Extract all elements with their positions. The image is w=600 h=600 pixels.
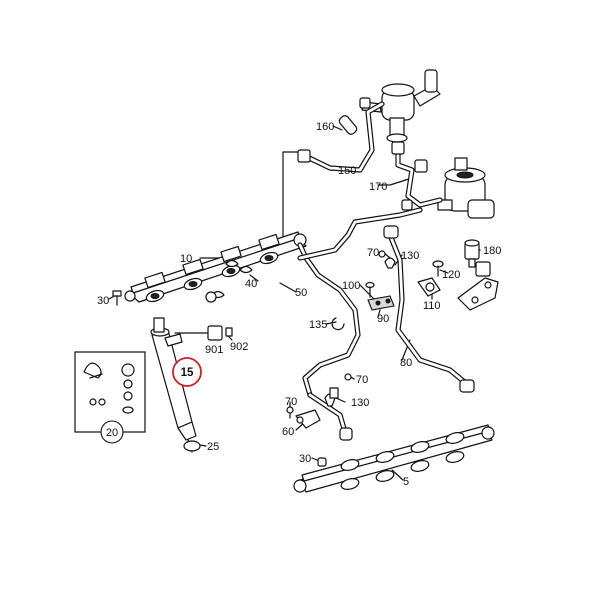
leader-50 — [279, 282, 297, 293]
callout-30-lower: 30 — [299, 453, 311, 465]
callout-20-circle — [100, 420, 124, 444]
callout-70-mid: 70 — [356, 374, 368, 386]
leader-130b — [335, 397, 346, 403]
fuel-rail-5 — [293, 424, 495, 493]
callout-60: 60 — [282, 426, 294, 438]
clip-130-lower — [324, 387, 339, 407]
hp-line-80 — [383, 225, 475, 393]
hp-line-upper — [297, 207, 423, 261]
injector-15 — [150, 317, 197, 453]
kit-box-20 — [74, 351, 146, 433]
callout-50: 50 — [295, 287, 307, 299]
callout-180: 180 — [483, 245, 501, 257]
callout-100: 100 — [342, 280, 360, 292]
clip-135 — [331, 317, 345, 331]
callout-25: 25 — [207, 441, 219, 453]
leader-160 — [332, 125, 343, 131]
callout-15-group[interactable]: 15 — [172, 357, 202, 387]
leader-5 — [391, 469, 404, 481]
bracket-120 — [457, 261, 499, 311]
callout-120: 120 — [442, 269, 460, 281]
callout-20-group: 20 — [100, 420, 124, 444]
callouts: 10 30 40 50 160 150 170 180 70 130 120 1… — [97, 121, 501, 488]
clip-130-upper — [378, 250, 396, 269]
callout-70-lower: 70 — [285, 396, 297, 408]
callout-902: 902 — [230, 341, 248, 353]
leader-25 — [199, 444, 207, 447]
bracket-90 — [367, 295, 395, 311]
fitting-110 — [417, 277, 441, 297]
fuel-rail-10 — [112, 231, 307, 306]
callout-135: 135 — [309, 319, 327, 331]
callout-901: 901 — [205, 344, 223, 356]
hp-line-170 — [391, 141, 443, 211]
callout-15: 15 — [181, 367, 194, 379]
callout-130-lower: 130 — [351, 397, 369, 409]
callout-130-upper: 130 — [401, 250, 419, 262]
leader-170 — [377, 177, 413, 186]
callout-5: 5 — [403, 476, 409, 488]
callout-160: 160 — [316, 121, 334, 133]
sensor-180 — [464, 239, 480, 268]
callout-170: 170 — [369, 181, 387, 193]
highlight-circle — [172, 357, 202, 387]
bracket-60 — [286, 406, 321, 429]
callout-110: 110 — [423, 300, 441, 312]
callout-70-upper: 70 — [367, 247, 379, 259]
clips-40 — [205, 259, 253, 303]
leader-120 — [439, 269, 449, 274]
bolt-30-upper — [112, 290, 122, 306]
hp-line-50 — [297, 242, 361, 398]
clip-70-mid — [344, 373, 352, 381]
bolt-120 — [432, 260, 444, 277]
seal-25 — [183, 440, 201, 452]
callout-40: 40 — [245, 278, 257, 290]
callout-20: 20 — [106, 427, 118, 439]
hp-line-150 — [297, 97, 385, 173]
leader-100 — [359, 284, 376, 301]
callout-10: 10 — [180, 253, 192, 265]
sleeve-160 — [338, 115, 358, 135]
callout-30-upper: 30 — [97, 295, 109, 307]
callout-80: 80 — [400, 357, 412, 369]
leader-90 — [377, 309, 381, 318]
connector-901 — [207, 325, 233, 341]
leader-902 — [227, 335, 233, 341]
callout-90: 90 — [377, 313, 389, 325]
hp-pump-2 — [437, 157, 495, 219]
hp-line-lower-to-rail — [307, 392, 353, 441]
rail-pockets-upper — [144, 233, 280, 303]
leader-40 — [249, 274, 259, 282]
bolt-100 — [365, 281, 375, 298]
leader-135 — [325, 321, 337, 325]
callout-150: 150 — [338, 165, 356, 177]
